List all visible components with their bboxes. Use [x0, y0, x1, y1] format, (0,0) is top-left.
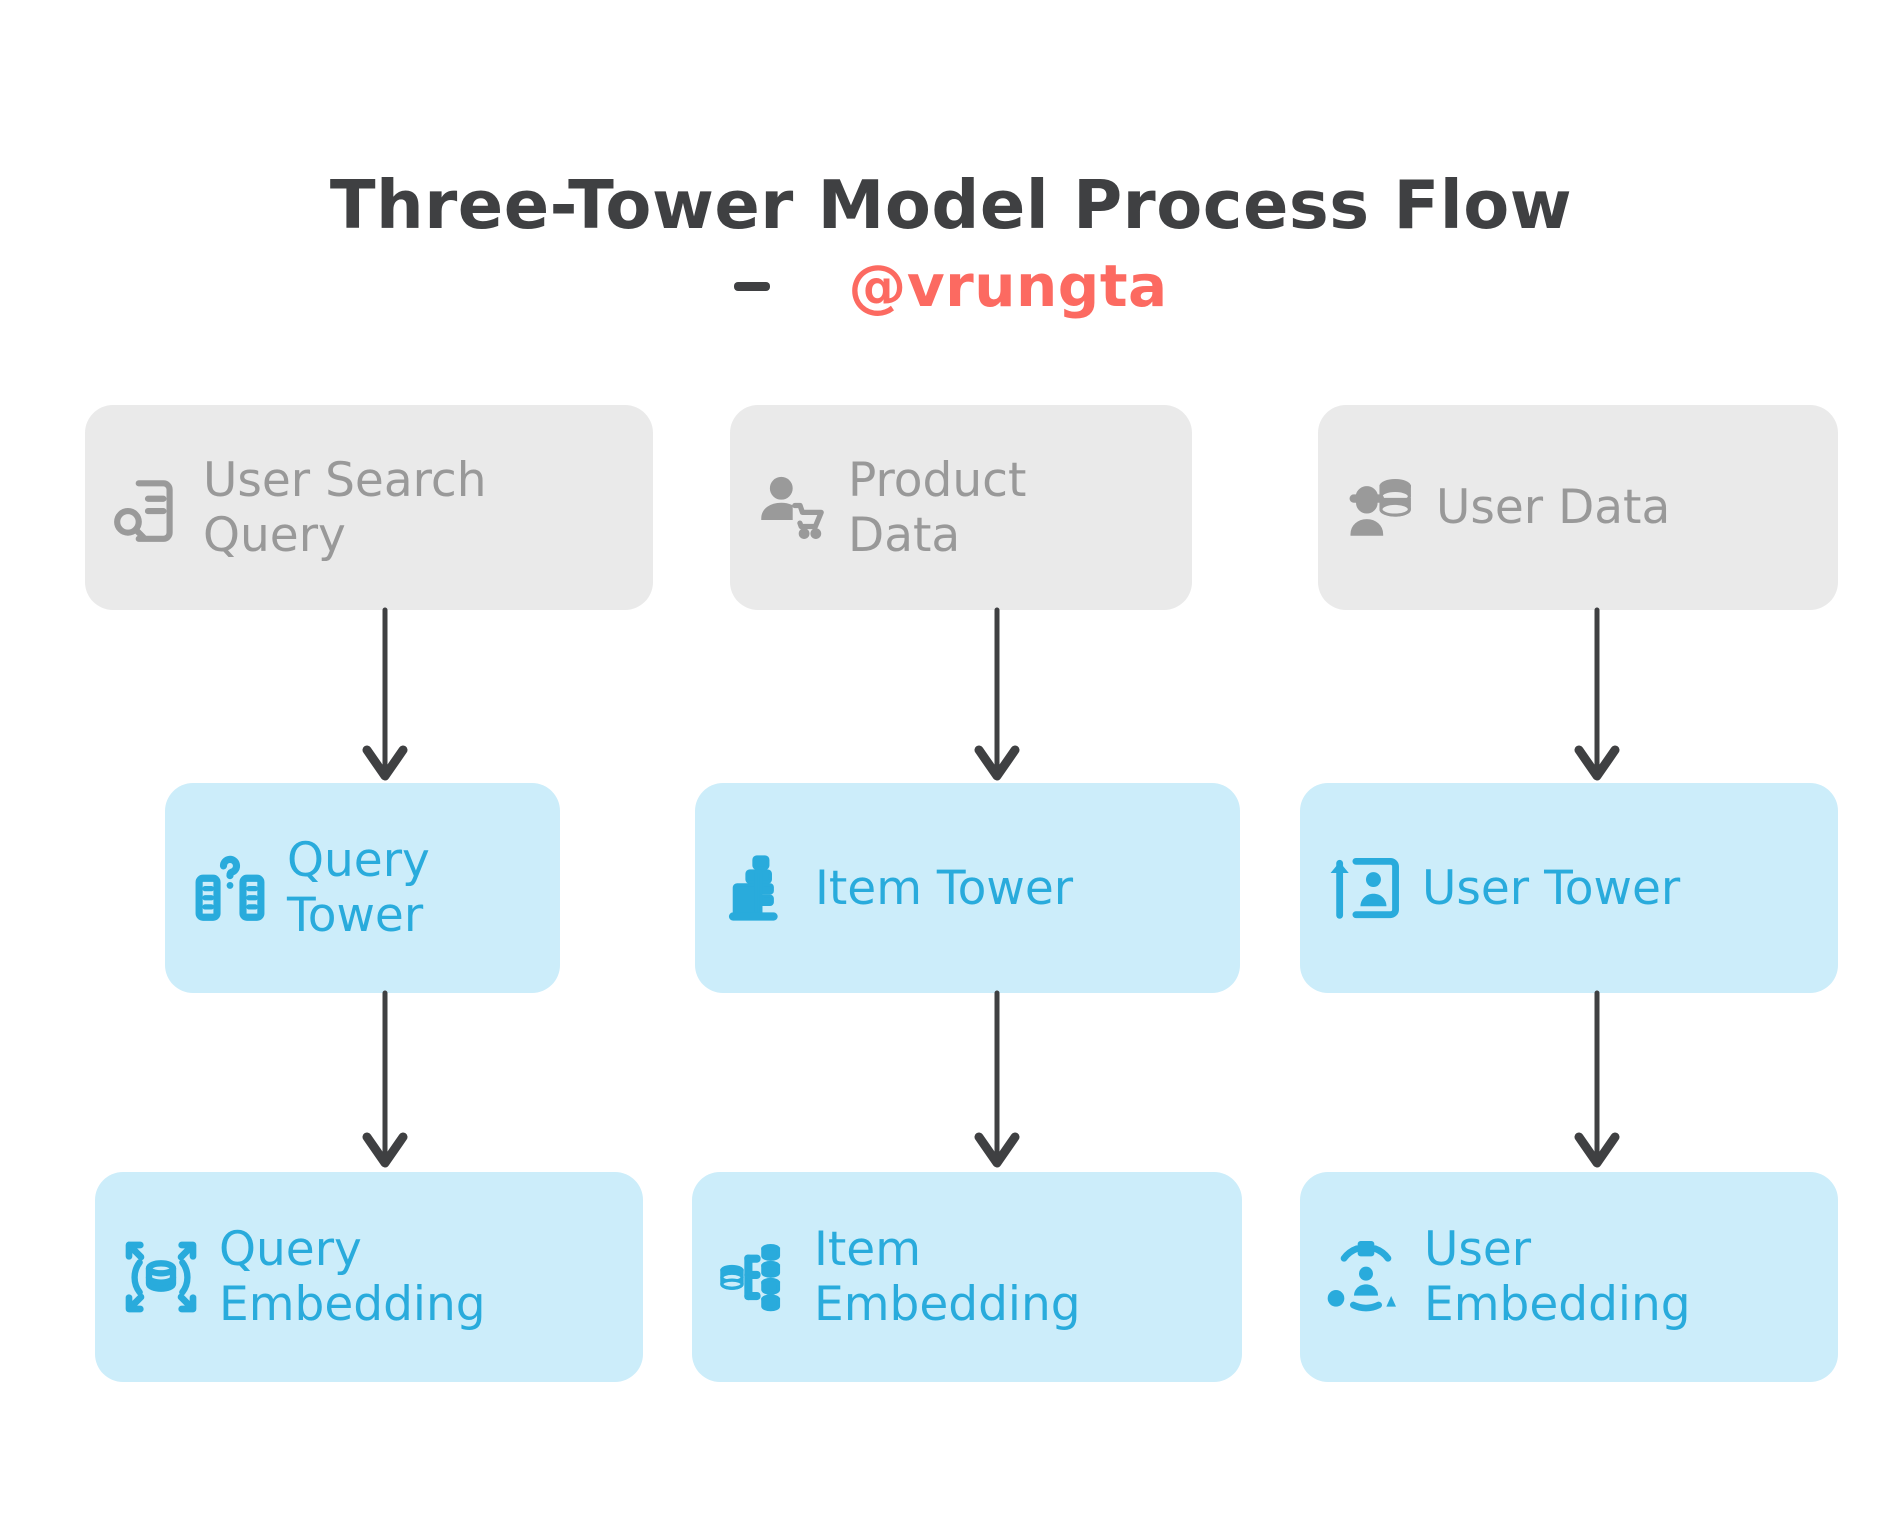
page-title: Three-Tower Model Process Flow: [329, 166, 1573, 244]
node-user-search-query[interactable]: User Search Query: [85, 405, 653, 610]
edge-query-source-to-tower: [355, 607, 415, 785]
arrow-person-card-icon: [1326, 849, 1404, 927]
person-cart-icon: [756, 471, 830, 545]
edge-item-tower-to-embedding: [967, 990, 1027, 1173]
author-handle: @vrungta: [848, 252, 1168, 321]
node-user-data[interactable]: User Data: [1318, 405, 1838, 610]
person-cluster-icon: [1326, 1237, 1406, 1317]
node-label: Item Embedding: [814, 1222, 1081, 1332]
edge-user-source-to-tower: [1567, 607, 1627, 785]
database-expand-icon: [121, 1237, 201, 1317]
node-label: Query Embedding: [219, 1222, 486, 1332]
node-label: Query Tower: [287, 833, 430, 943]
node-user-embedding[interactable]: User Embedding: [1300, 1172, 1838, 1382]
node-label: Product Data: [848, 452, 1027, 563]
title-block: Three-Tower Model Process Flow @vrungta: [0, 166, 1902, 315]
edge-item-source-to-tower: [967, 607, 1027, 785]
node-label: User Tower: [1422, 860, 1681, 916]
node-item-embedding[interactable]: Item Embedding: [692, 1172, 1242, 1382]
node-query-tower[interactable]: Query Tower: [165, 783, 560, 993]
tower-question-icon: [191, 849, 269, 927]
node-query-embedding[interactable]: Query Embedding: [95, 1172, 643, 1382]
dash-separator: [734, 281, 771, 291]
edge-user-tower-to-embedding: [1567, 990, 1627, 1173]
node-user-tower[interactable]: User Tower: [1300, 783, 1838, 993]
node-product-data[interactable]: Product Data: [730, 405, 1192, 610]
building-blocks-icon: [721, 850, 797, 926]
node-label: User Search Query: [203, 452, 487, 563]
column-item: Product Data Item Tower: [692, 0, 1242, 1524]
document-search-icon: [111, 471, 185, 545]
node-label: Item Tower: [815, 860, 1074, 916]
person-database-icon: [1344, 471, 1418, 545]
column-query: User Search Query Query Tower: [85, 0, 655, 1524]
node-label: User Data: [1436, 480, 1671, 535]
column-user: User Data User Tower: [1300, 0, 1838, 1524]
node-label: User Embedding: [1424, 1222, 1691, 1332]
node-item-tower[interactable]: Item Tower: [695, 783, 1240, 993]
edge-query-tower-to-embedding: [355, 990, 415, 1173]
title-subline: @vrungta: [0, 257, 1902, 315]
database-branch-icon: [718, 1238, 796, 1316]
